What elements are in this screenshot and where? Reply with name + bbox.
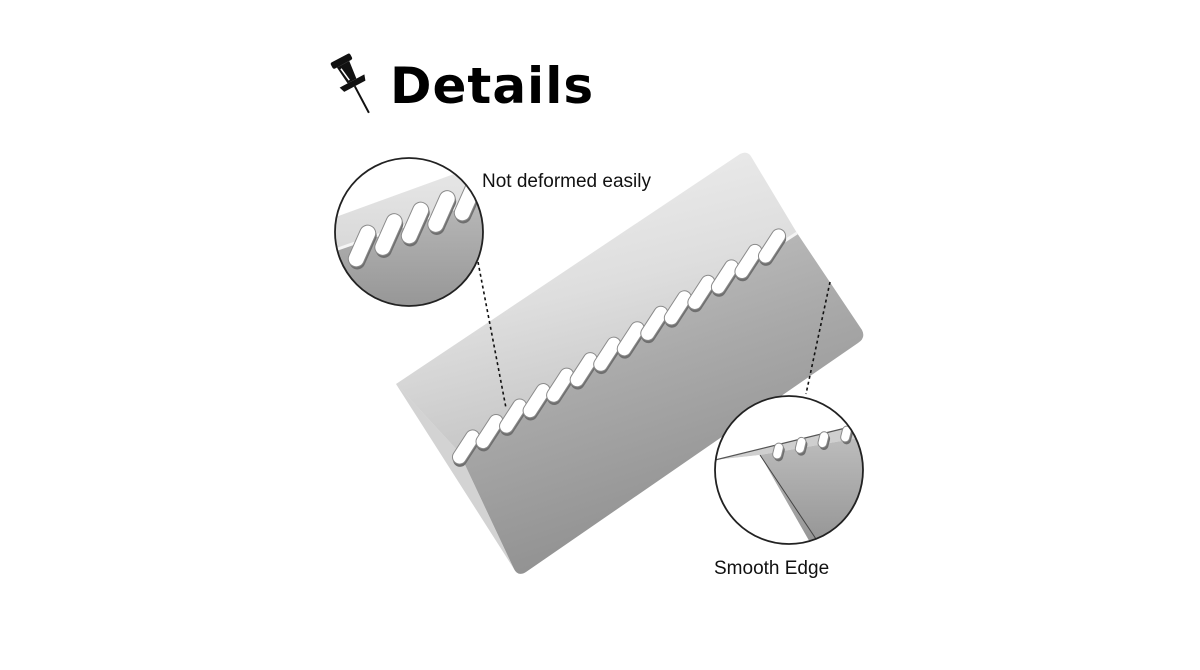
zoom-edge-slot [840,425,853,445]
blade-slot [593,336,622,375]
callout-label-smooth-edge: Smooth Edge [714,558,830,579]
zoom-slot [400,201,430,247]
callout-label-not-deformed: Not deformed easily [482,171,651,192]
blade-slot [475,413,504,452]
blade-slot [710,259,740,297]
blade-slot [522,383,551,421]
pushpin-icon [330,53,370,114]
blade-slot [663,290,692,328]
zoom-edge-slot [817,431,831,450]
blade-slot [616,321,645,359]
leader-lines [477,261,831,409]
page-title: Details [390,57,595,115]
blade-slot [757,228,787,266]
blade-slot [734,243,763,282]
blade-slot [546,367,575,405]
zoom-edge-slot [794,436,808,456]
blade-slots [451,228,787,467]
blade-slot [640,305,669,344]
zoom-slot [347,224,377,270]
blade-slot [499,398,528,436]
blade-slot [687,274,716,313]
blade-slot [569,352,598,390]
zoom-slot [374,213,404,258]
title-row: Details [328,46,594,126]
zoom-slot [427,190,457,235]
blade-slot [451,429,481,467]
zoom-edge-slot [772,442,785,462]
